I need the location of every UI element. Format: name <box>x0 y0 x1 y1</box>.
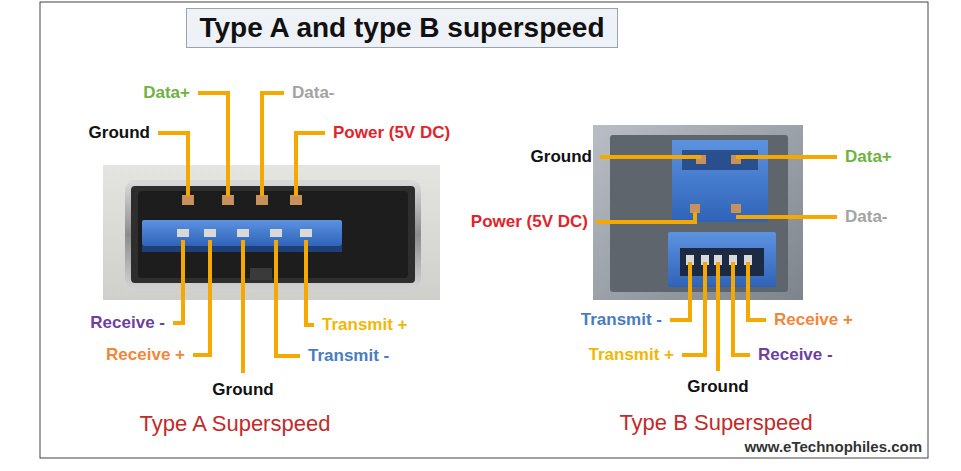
leader-lines <box>158 93 837 373</box>
title-box: Type A and type B superspeed <box>186 8 617 48</box>
pin-label: Transmit - <box>308 347 389 366</box>
pin-label: Transmit + <box>588 346 674 365</box>
pin-label: Ground <box>89 124 150 143</box>
pin-label: Receive + <box>106 346 185 365</box>
title: Type A and type B superspeed <box>199 12 604 44</box>
pin-label: Receive - <box>90 314 165 333</box>
pin-label: Power (5V DC) <box>333 124 450 143</box>
caption: Type A Superspeed <box>140 412 331 436</box>
caption: Type B Superspeed <box>619 411 812 435</box>
frame <box>40 2 928 458</box>
pin-label: Ground <box>531 148 592 167</box>
type-a-port <box>103 165 440 300</box>
pin-label: Power (5V DC) <box>471 213 588 232</box>
pin-label: Transmit - <box>581 311 662 330</box>
type-b-port <box>593 125 803 300</box>
pin-label: Data- <box>292 84 335 103</box>
pin-label: Receive - <box>758 346 833 365</box>
pin-label: Ground <box>687 378 748 397</box>
pin-label: Transmit + <box>322 316 408 335</box>
pin-label: Data+ <box>143 84 190 103</box>
pin-label: Receive + <box>774 311 853 330</box>
watermark: www.eTechnophiles.com <box>744 439 922 456</box>
pin-label: Ground <box>212 381 273 400</box>
pin-label: Data- <box>845 208 888 227</box>
pin-label: Data+ <box>845 148 892 167</box>
